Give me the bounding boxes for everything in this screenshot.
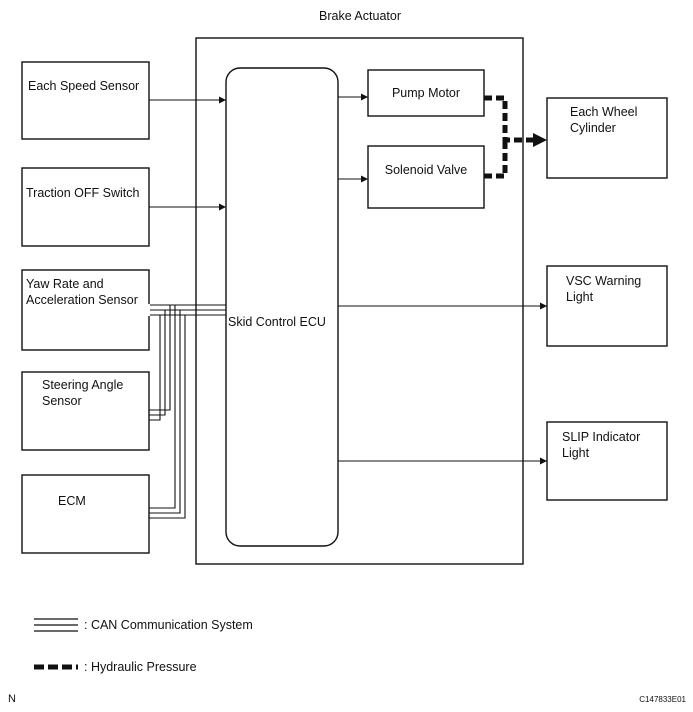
wheel-cylinder-label-line2: Cylinder <box>570 121 616 135</box>
pump-motor-label: Pump Motor <box>392 86 460 100</box>
legend-can-symbol <box>34 618 78 632</box>
yaw-rate-sensor-label-line1: Yaw Rate and <box>26 277 104 291</box>
traction-off-switch-label: Traction OFF Switch <box>26 186 139 200</box>
skid-control-ecu-label: Skid Control ECU <box>228 315 326 329</box>
legend-can-label: : CAN Communication System <box>84 618 253 632</box>
slip-indicator-light-label-line1: SLIP Indicator <box>562 430 640 444</box>
skid-control-ecu-box <box>225 67 339 547</box>
slip-indicator-light-box <box>546 421 668 501</box>
hydraulic-pressure-lines <box>484 95 547 179</box>
wheel-cylinder-label-line1: Each Wheel <box>570 105 637 119</box>
pump-motor-box <box>367 69 485 117</box>
actuator-title: Brake Actuator <box>319 9 401 23</box>
solenoid-valve-label: Solenoid Valve <box>385 163 468 177</box>
steering-angle-sensor-label-line1: Steering Angle <box>42 378 123 392</box>
corner-mark-left: N <box>8 693 16 705</box>
vsc-warning-light-box <box>546 265 668 347</box>
legend-hydraulic-label: : Hydraulic Pressure <box>84 660 197 674</box>
steering-angle-sensor-label-line2: Sensor <box>42 394 82 408</box>
slip-indicator-light-label-line2: Light <box>562 446 590 460</box>
ecm-label: ECM <box>58 494 86 508</box>
traction-off-switch-box <box>21 167 150 247</box>
speed-sensor-box <box>21 61 150 140</box>
figure-id: C147833E01 <box>639 695 686 704</box>
yaw-rate-sensor-box <box>21 269 150 351</box>
can-communication-bus <box>148 304 226 519</box>
wheel-cylinder-box <box>546 97 668 179</box>
ecm-box <box>21 474 150 554</box>
yaw-rate-sensor-label-line2: Acceleration Sensor <box>26 293 138 307</box>
steering-angle-sensor-box <box>21 371 150 451</box>
vsc-warning-light-label-line2: Light <box>566 290 594 304</box>
solenoid-valve-box <box>367 145 485 209</box>
speed-sensor-label: Each Speed Sensor <box>28 79 139 93</box>
vsc-warning-light-label-line1: VSC Warning <box>566 274 641 288</box>
